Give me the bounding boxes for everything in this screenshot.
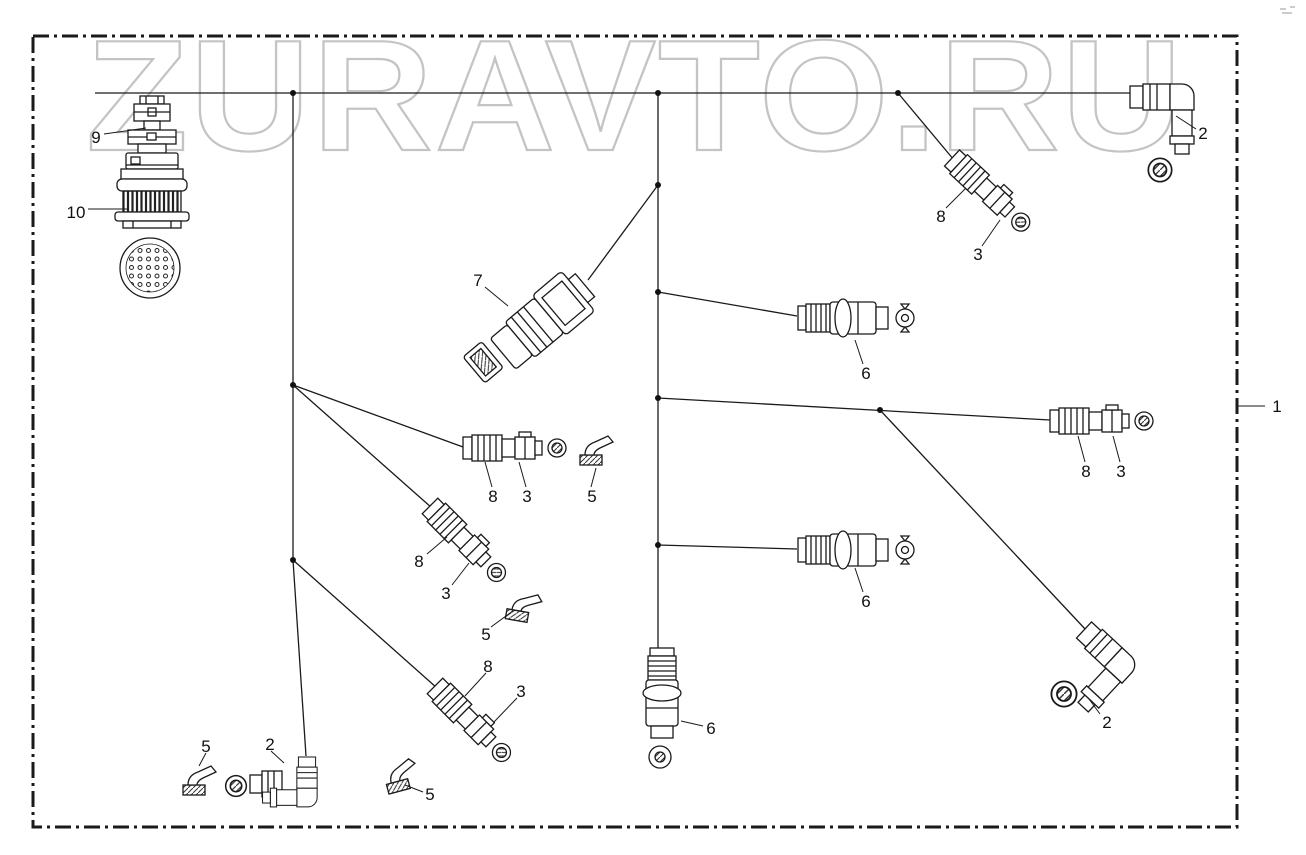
callout-label: 5 xyxy=(481,625,490,644)
callout-3-top-right: 3 xyxy=(973,219,1001,264)
callout-label: 2 xyxy=(1102,713,1111,732)
corner-mark xyxy=(1280,6,1295,14)
junction-dot xyxy=(290,90,296,96)
harness-lead-diagonal-lower xyxy=(292,559,438,689)
harness-lead-top-right xyxy=(897,92,955,161)
valve-connector-vertical xyxy=(642,647,682,769)
callout-9: 9 xyxy=(91,127,147,147)
junction-dots xyxy=(290,90,901,563)
callout-label: 3 xyxy=(522,487,531,506)
callout-label: 2 xyxy=(1198,124,1207,143)
callout-2-top-right: 2 xyxy=(1175,115,1208,143)
watermark: ZURAVTO.RU xyxy=(86,8,1184,184)
callout-8-right: 8 xyxy=(1077,435,1091,481)
valve-connector-upper xyxy=(797,298,915,338)
callout-label: 3 xyxy=(1116,462,1125,481)
inline-connector-diagonal-lower xyxy=(426,675,519,768)
elbow-connector-bottom-left xyxy=(249,756,318,808)
callout-label: 6 xyxy=(706,719,715,738)
junction-dot xyxy=(655,542,661,548)
callout-5-bottom: 5 xyxy=(404,784,435,804)
large-connector xyxy=(463,272,596,383)
callout-label: 1 xyxy=(1272,397,1281,416)
callout-5-mid: 5 xyxy=(587,467,597,506)
callout-label: 3 xyxy=(973,245,982,264)
junction-dot xyxy=(655,182,661,188)
junction-dot xyxy=(655,395,661,401)
junction-dot xyxy=(290,382,296,388)
retaining-clip-mid xyxy=(579,435,614,466)
callout-label: 10 xyxy=(67,203,86,222)
harness-lead-right-row xyxy=(657,397,1051,421)
callout-label: 9 xyxy=(91,128,100,147)
valve-cap xyxy=(895,535,915,565)
callout-6-vertical: 6 xyxy=(680,719,716,738)
connector-cap xyxy=(463,342,503,383)
harness-lead-mid-row xyxy=(292,384,464,448)
junction-dot xyxy=(895,90,901,96)
junction-dot xyxy=(877,407,883,413)
inline-connector-right xyxy=(1050,405,1153,434)
elbow-connector-bottom-right xyxy=(1044,619,1141,716)
callout-5-bottom-left: 5 xyxy=(198,737,211,767)
harness-branch-left xyxy=(292,93,307,757)
callout-label: 2 xyxy=(265,735,274,754)
harness-lead-large-connector xyxy=(587,184,659,281)
callout-label: 8 xyxy=(1081,462,1090,481)
callout-8-diagonal-lower: 8 xyxy=(464,657,493,697)
retaining-clip-bottom-left xyxy=(182,765,217,796)
valve-body xyxy=(797,298,889,338)
callout-label: 8 xyxy=(488,487,497,506)
junction-dot xyxy=(655,289,661,295)
callout-8-mid: 8 xyxy=(484,461,498,506)
valve-ring xyxy=(648,745,672,769)
harness-lead-diagonal-mid xyxy=(292,384,433,509)
callout-label: 3 xyxy=(516,682,525,701)
callout-10: 10 xyxy=(67,203,128,222)
callout-label: 8 xyxy=(414,552,423,571)
valve-connector-lower xyxy=(797,530,915,570)
harness-lead-valve-upper xyxy=(657,291,798,317)
callout-3-mid: 3 xyxy=(518,461,532,506)
callouts: 9 10 2 8 3 7 6 8 xyxy=(67,115,1282,804)
sensor-assembly xyxy=(114,95,190,229)
callout-label: 8 xyxy=(936,207,945,226)
inline-connector-diagonal-mid xyxy=(421,495,514,588)
junction-dot xyxy=(290,557,296,563)
callout-label: 5 xyxy=(587,487,596,506)
valve-cap xyxy=(895,303,915,333)
inline-connector-mid xyxy=(463,432,566,461)
valve-body xyxy=(642,647,682,739)
callout-5-diagonal-mid: 5 xyxy=(481,609,515,644)
callout-label: 6 xyxy=(861,592,870,611)
callout-8-top-right: 8 xyxy=(936,187,967,226)
elbow-nut xyxy=(1050,680,1078,708)
callout-label: 7 xyxy=(473,271,482,290)
callout-3-diagonal-mid: 3 xyxy=(441,562,470,603)
callout-6-upper: 6 xyxy=(854,339,871,383)
callout-label: 3 xyxy=(441,584,450,603)
callout-2-bottom-left: 2 xyxy=(265,735,285,764)
callout-1: 1 xyxy=(1238,397,1282,416)
grommet-bottom-left xyxy=(224,774,248,798)
sensor-connector-face xyxy=(119,237,181,299)
elbow-nut xyxy=(1147,157,1173,183)
callout-3-right: 3 xyxy=(1112,435,1126,481)
callout-6-lower: 6 xyxy=(854,567,871,611)
valve-body xyxy=(797,530,889,570)
callout-2-bottom-right: 2 xyxy=(1088,698,1112,732)
callout-label: 8 xyxy=(483,657,492,676)
callout-3-diagonal-lower: 3 xyxy=(493,682,526,723)
callout-label: 5 xyxy=(201,737,210,756)
callout-7: 7 xyxy=(473,271,509,307)
drawing-border xyxy=(31,34,1239,829)
callout-label: 6 xyxy=(861,364,870,383)
retaining-clip-diagonal-mid xyxy=(504,589,544,625)
junction-dot xyxy=(655,90,661,96)
harness-lead-valve-lower xyxy=(657,544,798,550)
harness-lead-elbow-bottom-right xyxy=(879,409,1087,631)
callout-8-diagonal-mid: 8 xyxy=(414,536,448,571)
callout-label: 5 xyxy=(425,785,434,804)
